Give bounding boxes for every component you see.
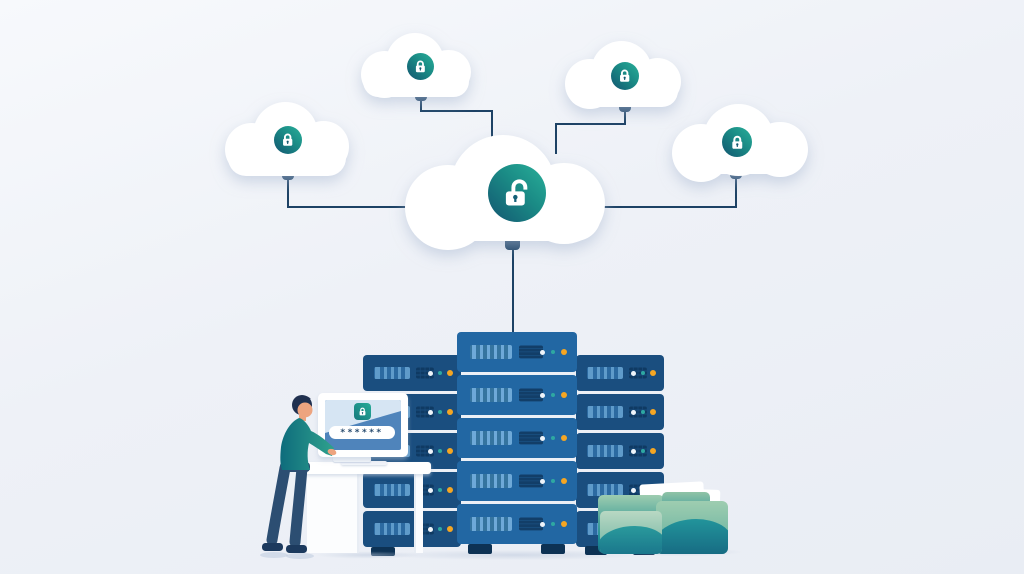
monitor-stand-base [341, 461, 387, 465]
person-leg [289, 462, 308, 548]
connector-nub [505, 238, 520, 250]
connector-line [287, 178, 289, 208]
server-unit [457, 332, 577, 372]
person-shadow [286, 553, 314, 559]
connector-line [420, 110, 493, 112]
server-unit [576, 355, 664, 391]
connector-line [512, 248, 514, 334]
open-padlock-icon [503, 179, 528, 208]
connector-line [555, 123, 557, 154]
server-column-center [457, 332, 577, 544]
cloud-left [224, 102, 350, 176]
connector-line [600, 206, 737, 208]
folder-front-small [600, 511, 662, 554]
server-unit [363, 511, 461, 547]
server-foot [541, 544, 565, 554]
cloud-top-left [360, 33, 472, 98]
server-foot [468, 544, 492, 554]
server-unit [576, 394, 664, 430]
cloud-right [671, 104, 809, 182]
monitor: ****** [318, 393, 408, 457]
folder-front-large [656, 501, 728, 554]
person-sweater [280, 418, 334, 470]
connector-line [287, 206, 420, 208]
desk-top [303, 462, 431, 474]
connector-line [735, 177, 737, 208]
closed-padlock-icon [282, 133, 294, 148]
cloud-top-right [564, 41, 682, 110]
lock-badge-central [488, 164, 546, 222]
person-face [297, 402, 313, 418]
closed-padlock-icon [731, 135, 743, 150]
connector-nub [619, 103, 631, 112]
padlock-icon [358, 407, 367, 416]
server-unit [576, 433, 664, 469]
password-field[interactable]: ****** [329, 426, 395, 439]
monitor-screen: ****** [325, 400, 401, 450]
folder-wave [600, 525, 662, 554]
lock-badge [611, 62, 639, 90]
desk-ground-shadow [298, 550, 438, 560]
lock-badge [407, 53, 434, 80]
lock-badge [274, 126, 302, 154]
connector-line [491, 110, 493, 150]
connector-line [420, 99, 422, 112]
closed-padlock-icon [619, 69, 631, 84]
person [260, 395, 337, 559]
person-shadow [260, 552, 288, 558]
lock-badge [722, 127, 752, 157]
server-unit [363, 355, 461, 391]
folder-wave [656, 519, 728, 554]
person-neck [299, 415, 306, 421]
server-unit [457, 418, 577, 458]
connector-line [624, 110, 626, 125]
cloud-central [403, 135, 607, 251]
connector-line [555, 123, 626, 125]
desk-side-panel [307, 472, 359, 553]
person-shoe [286, 545, 307, 553]
screen-lock-badge [354, 403, 371, 420]
person-shoe [262, 543, 283, 551]
server-unit [457, 375, 577, 415]
person-hand [327, 448, 337, 456]
server-unit [457, 504, 577, 544]
closed-padlock-icon [415, 60, 426, 74]
keyboard [333, 456, 371, 462]
person-leg [266, 462, 291, 546]
server-unit [457, 461, 577, 501]
server-unit [363, 472, 461, 508]
desk-leg [414, 472, 423, 553]
person-hair-front [294, 395, 311, 405]
